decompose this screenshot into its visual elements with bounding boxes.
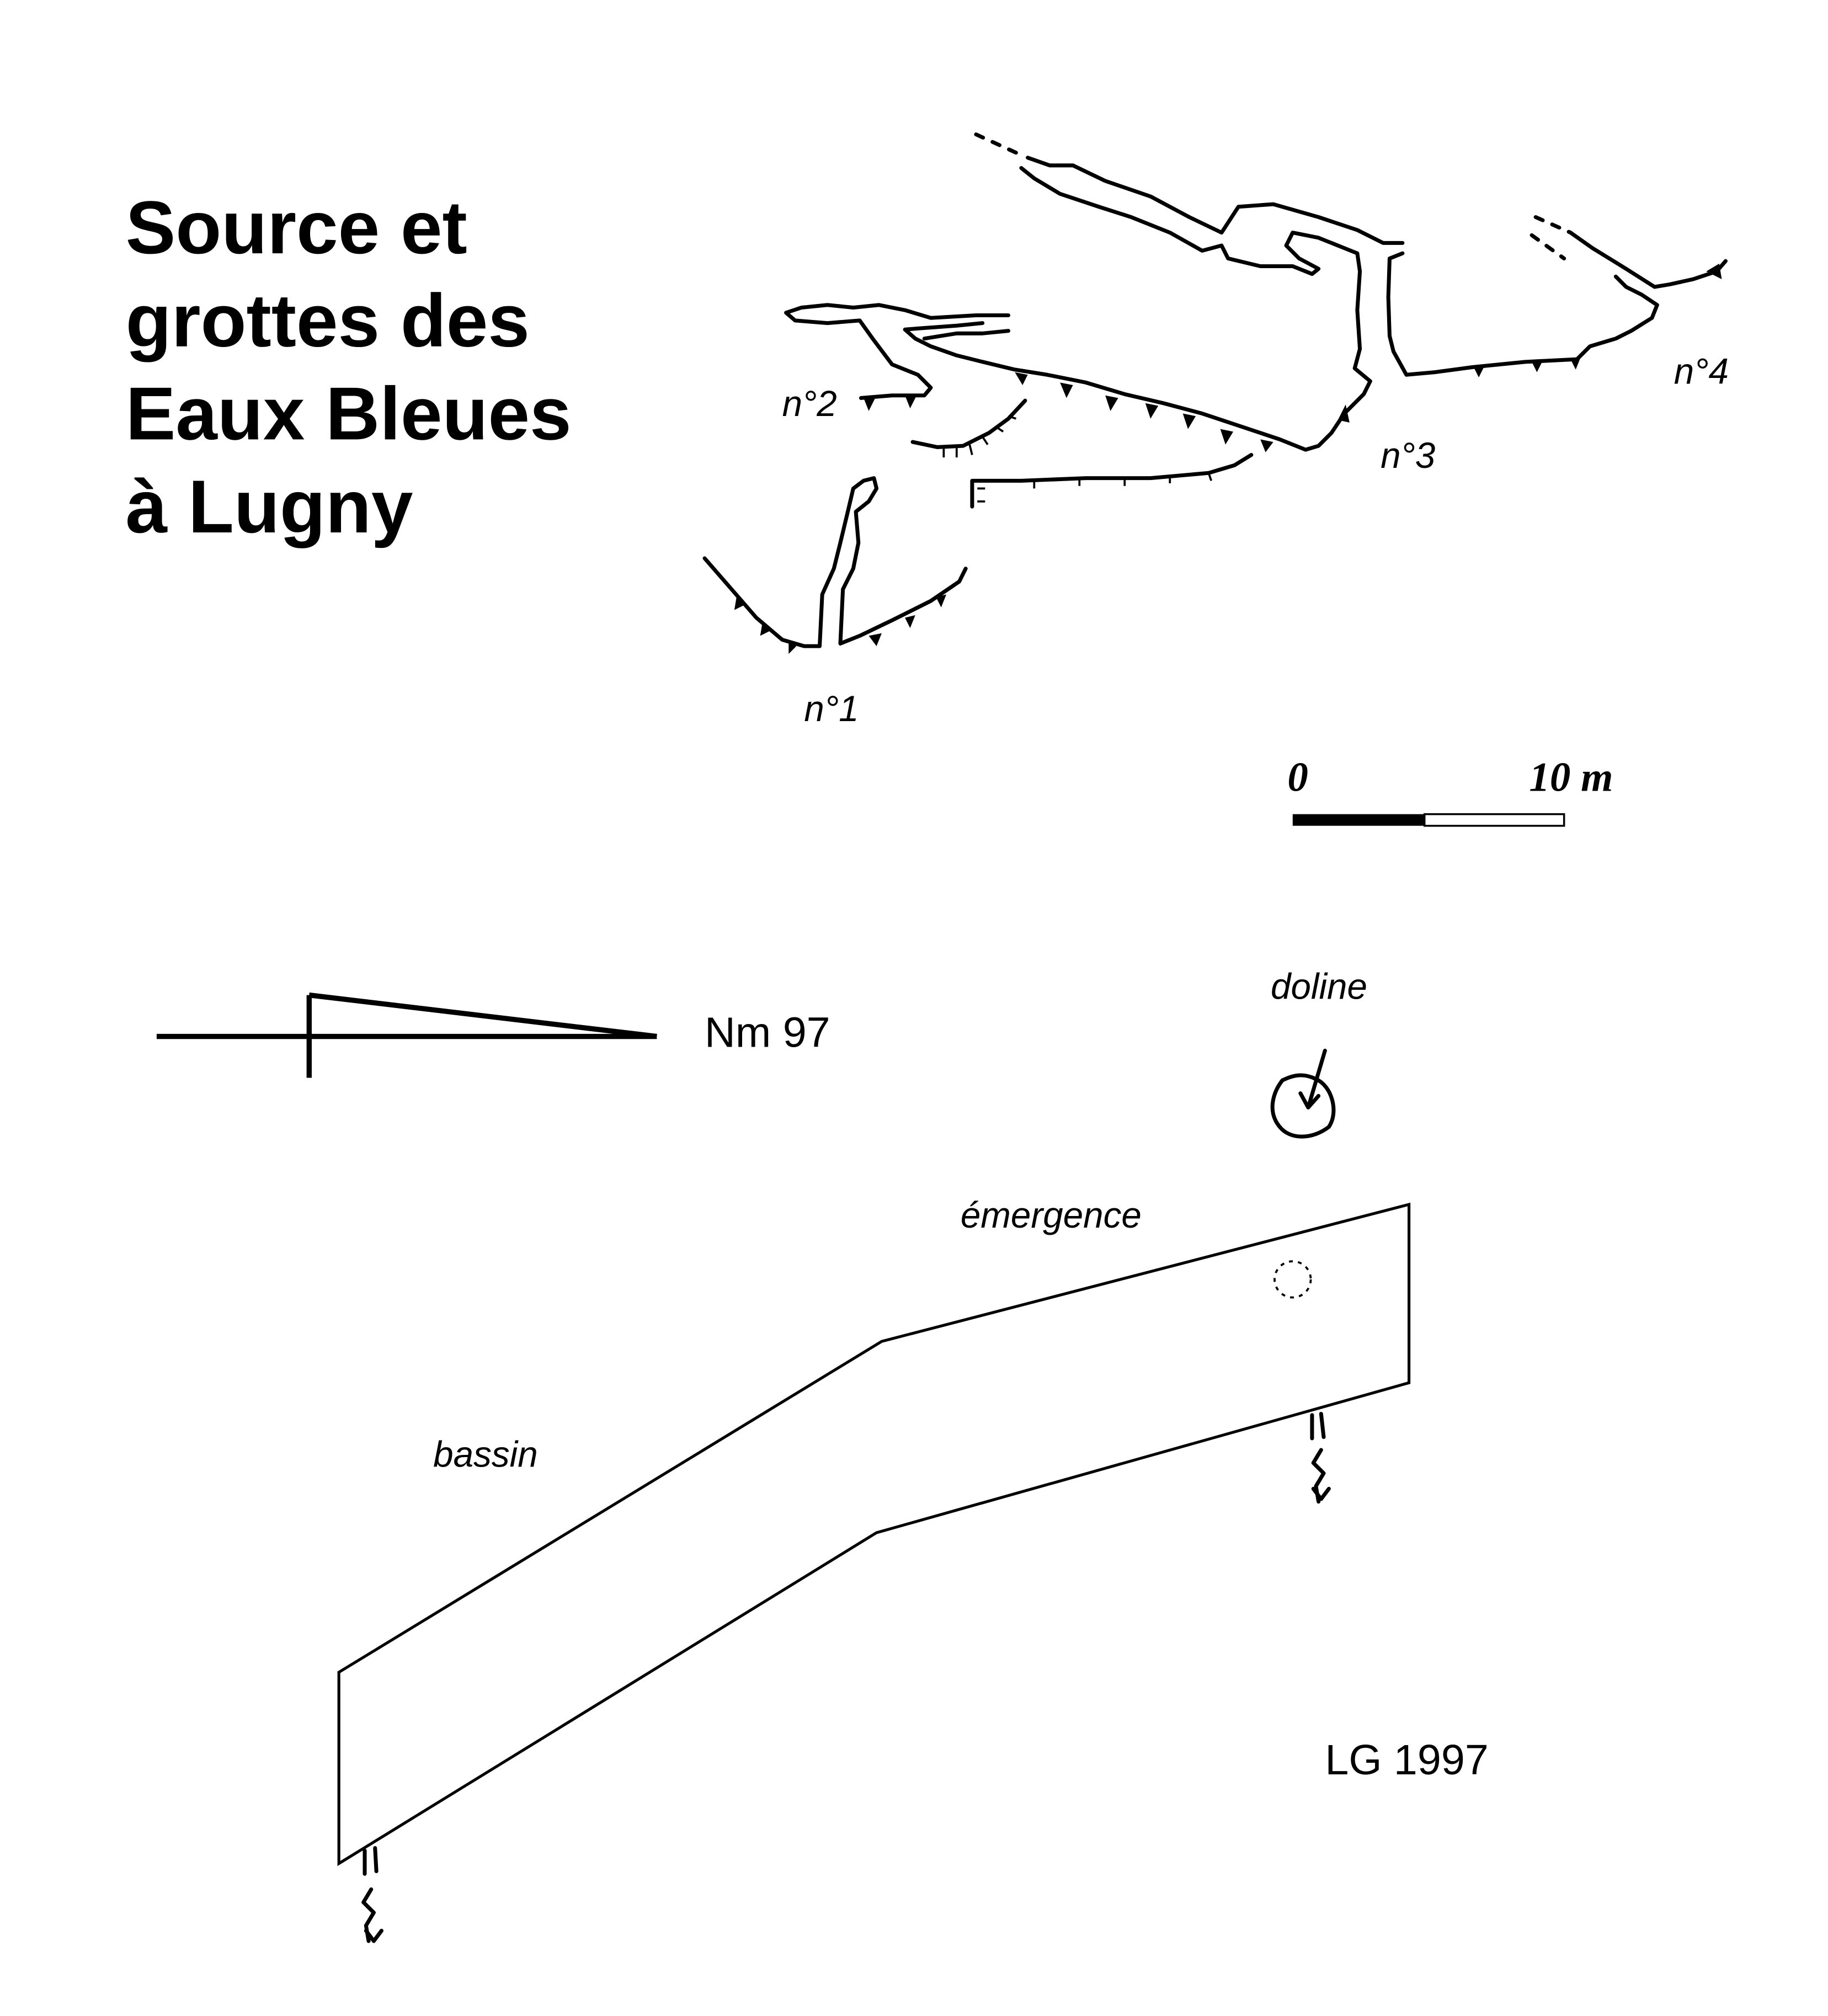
cave-label-n1: n°1 [804,689,859,729]
cave-wall-dashed [1529,233,1566,260]
cave-wall [784,303,1011,400]
bassin-label: bassin [433,1434,538,1475]
north-arrow-label: Nm 97 [705,1009,830,1056]
cave-wall-dashed [974,132,1024,157]
doline: doline [1270,967,1367,1139]
scale-bar: 0 10 m [1287,754,1613,827]
credit-label: LG 1997 [1325,1736,1488,1784]
emergence-label: émergence [961,1195,1142,1235]
cave-wall [702,476,968,648]
cave-plan: n°2 n°3 n°4 n°1 [702,132,1729,729]
title-line-3: Eaux Bleues [126,371,572,455]
cave-wall [1026,156,1405,245]
doline-arrow-icon [1298,1048,1327,1110]
emergence-icon [1273,1260,1312,1299]
slope-marks [734,263,1722,654]
cave-wall [970,452,1254,509]
scale-bar-white [1423,813,1565,827]
outflow-icon [1310,1411,1331,1504]
cave-wall [1568,231,1728,289]
cave-wall [1386,251,1659,377]
cave-label-n2: n°2 [782,383,837,424]
scale-end-label: 10 m [1529,754,1613,800]
title-line-2: grottes des [126,279,530,362]
cave-label-n3: n°3 [1381,435,1435,476]
basin: émergence bassin [337,1195,1411,1943]
title-line-4: à Lugny [126,465,413,548]
cave-label-n4: n°4 [1674,351,1729,392]
north-arrow-icon [156,992,657,1078]
cave-wall-dashed [1533,215,1573,235]
map-title: Source et grottes des Eaux Bleues à Lugn… [126,185,572,548]
basin-outline [337,1202,1411,1866]
north-arrow: Nm 97 [156,992,830,1078]
cave-wall [922,329,1011,341]
scale-bar-black [1292,814,1425,826]
cave-wall [910,398,1027,449]
outflow-icon [361,1846,383,1943]
slope-ticks [942,415,1213,503]
doline-icon [1270,1073,1336,1139]
cave-wall [903,166,1372,452]
title-line-1: Source et [126,185,467,269]
doline-label: doline [1271,967,1367,1007]
scale-start-label: 0 [1287,754,1308,800]
